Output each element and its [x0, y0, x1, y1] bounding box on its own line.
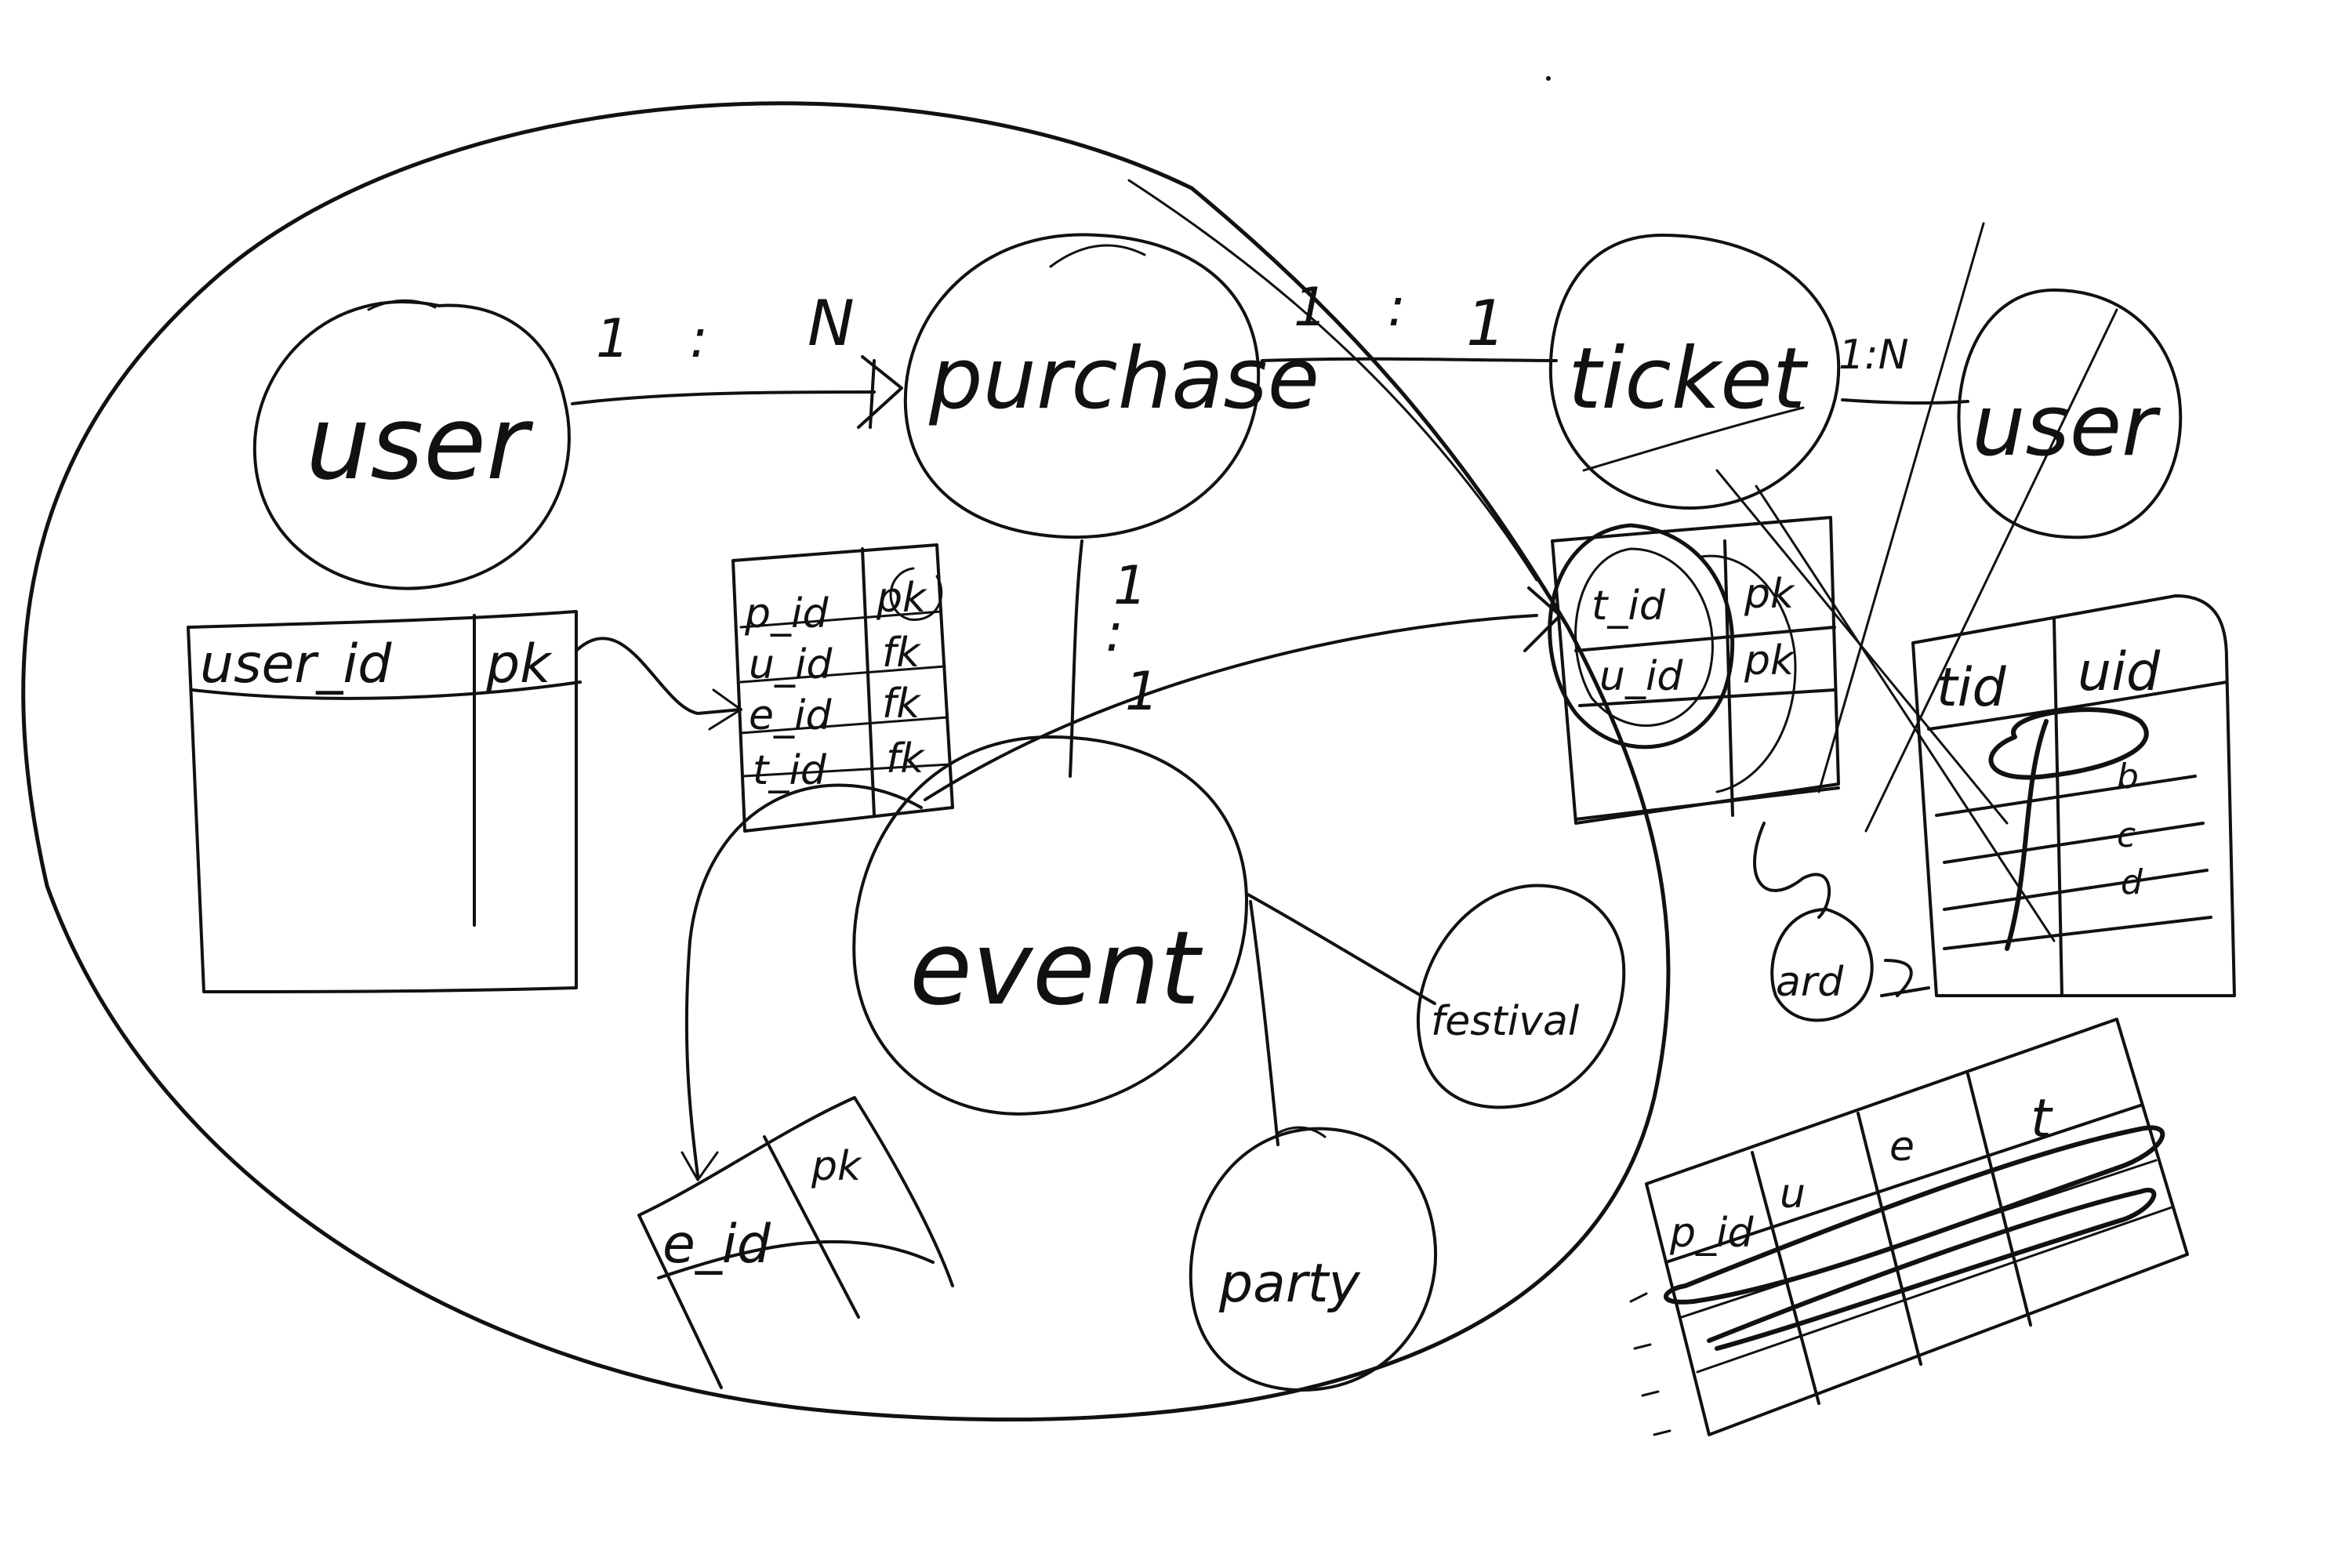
- edge-event-festival: [1245, 892, 1436, 1005]
- user-table-col-pk: pk: [485, 633, 553, 695]
- cardinality-user-purchase-right: N: [808, 287, 855, 360]
- entity-ticket-label: ticket: [1568, 330, 1809, 428]
- edge-user-purchase: [571, 390, 876, 405]
- cardinality-ticket-user: 1:N: [1838, 332, 1909, 379]
- purchase-table-row-3-name: e_id: [749, 692, 832, 739]
- arrowhead-event-ticket-table: [1523, 586, 1562, 652]
- purchase-wide-table-header-pid: p_id: [1669, 1210, 1754, 1257]
- table-purchase-wide: p_id u e t: [1629, 1018, 2189, 1436]
- cardinality-user-purchase-left: 1: [596, 308, 630, 370]
- cardinality-purchase-event-top: 1: [1113, 555, 1147, 617]
- event-table-col-pk: pk: [811, 1143, 862, 1190]
- ticket-user-table-header-uid: uid: [2078, 641, 2161, 703]
- purchase-table-row-4-key: fk: [886, 735, 925, 782]
- table-ticket-user: tid uid b c d: [1911, 594, 2236, 997]
- stray-dot: [1546, 76, 1551, 81]
- ticket-user-table-cell-c: c: [2117, 815, 2136, 855]
- ticket-table-row-1-name: t_id: [1592, 583, 1666, 630]
- purchase-wide-table-header-t: t: [2031, 1088, 2053, 1150]
- entity-purchase[interactable]: purchase: [903, 233, 1319, 539]
- purchase-wide-table-header-e: e: [1889, 1123, 1915, 1171]
- purchase-table-row-2-name: u_id: [749, 641, 833, 688]
- edge-purchase-ticket: [1261, 357, 1558, 362]
- edge-user-table-purchase-table: [575, 637, 742, 715]
- ticket-user-table-header-tid: tid: [1936, 657, 2007, 719]
- entity-small-circle-label: ard: [1776, 959, 1844, 1006]
- purchase-table-row-1-name: p_id: [744, 590, 829, 637]
- arrowhead-user-purchase: [857, 355, 903, 429]
- entity-purchase-label: purchase: [928, 330, 1319, 428]
- entity-user-left-label: user: [306, 383, 534, 503]
- table-event: e_id pk: [637, 1096, 954, 1389]
- strike-line-2: [1864, 308, 2118, 833]
- connector-curve-top: [1127, 179, 1538, 582]
- cardinality-purchase-ticket-colon: :: [1388, 277, 1406, 339]
- entity-party[interactable]: party: [1189, 1126, 1438, 1392]
- entity-ticket[interactable]: ticket: [1548, 234, 1841, 510]
- arrowhead-purchase-table-event-table: [681, 1151, 719, 1181]
- entity-party-label: party: [1218, 1253, 1360, 1315]
- ticket-user-table-cell-d: d: [2121, 862, 2143, 902]
- entity-user-right[interactable]: user: [1957, 289, 2183, 539]
- ticket-user-table-cell-b: b: [2117, 757, 2139, 797]
- entity-user-left[interactable]: user: [252, 299, 571, 590]
- user-table-col-user-id: user_id: [200, 633, 392, 695]
- event-table-col-e-id: e_id: [662, 1214, 771, 1276]
- purchase-table-row-3-key: fk: [882, 681, 921, 728]
- cardinality-purchase-event-colon: :: [1105, 602, 1123, 664]
- cardinality-user-purchase-colon: :: [690, 308, 708, 370]
- ticket-table-row-2-name: u_id: [1599, 653, 1683, 700]
- entity-user-right-label: user: [1972, 377, 2161, 475]
- table-purchase: p_id pk u_id fk e_id fk t_id fk: [731, 543, 954, 833]
- ticket-table-row-1-key: pk: [1744, 571, 1795, 618]
- strike-line-1: [1817, 222, 1985, 793]
- entity-event[interactable]: event: [852, 735, 1248, 1116]
- purchase-wide-table-header-u: u: [1780, 1171, 1806, 1218]
- entity-festival[interactable]: festival: [1416, 884, 1626, 1109]
- table-user: user_id pk: [187, 610, 582, 993]
- edge-purchase-table-event-table: [684, 783, 923, 1178]
- enclosing-boundary: [21, 101, 1671, 1422]
- table-ticket: t_id pk u_id pk: [1548, 516, 1840, 825]
- strike-line-4: [1755, 485, 2056, 942]
- cardinality-purchase-ticket-left: 1: [1294, 277, 1327, 339]
- entity-small-circle[interactable]: ard: [1770, 908, 1874, 1022]
- edge-event-party: [1249, 900, 1279, 1146]
- edge-event-ticket-table: [924, 614, 1538, 801]
- cardinality-purchase-ticket-right: 1: [1466, 287, 1506, 360]
- entity-festival-label: festival: [1431, 998, 1580, 1045]
- small-circle-tail: [1880, 959, 1930, 997]
- entity-event-label: event: [909, 909, 1203, 1028]
- edge-purchase-event: [1069, 539, 1083, 778]
- purchase-table-row-2-key: fk: [882, 630, 921, 677]
- purchase-table-row-1-key: pk: [876, 575, 927, 622]
- edge-ticket-user-right: [1841, 398, 1969, 405]
- ticket-table-row-2-key: pk: [1744, 637, 1795, 684]
- edge-ticket-table-small-circle: [1753, 822, 1831, 919]
